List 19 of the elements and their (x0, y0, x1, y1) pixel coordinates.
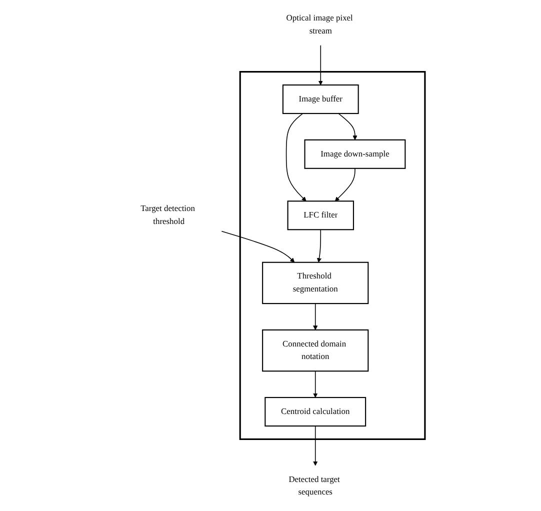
arrow (318, 45, 323, 86)
node-box: Connected domain notation (262, 329, 369, 372)
node-text: Optical image pixel stream (286, 14, 353, 36)
arrow (334, 168, 356, 202)
node-box: LFC filter (287, 200, 354, 230)
arrow (313, 370, 318, 398)
arrow (286, 113, 306, 202)
node-box: Centroid calculation (264, 396, 366, 427)
arrow (313, 426, 318, 466)
arrow (316, 229, 322, 263)
arrow (338, 113, 358, 140)
cluster (239, 71, 426, 440)
arrow (313, 303, 318, 330)
node-box: Image buffer (282, 84, 359, 114)
node-text: Detected target sequences (288, 475, 340, 497)
node-text: Target detection threshold (140, 204, 195, 226)
arrow (221, 230, 295, 263)
node-box: Threshold segmentation (262, 262, 369, 304)
node-box: Image down-sample (304, 139, 406, 169)
